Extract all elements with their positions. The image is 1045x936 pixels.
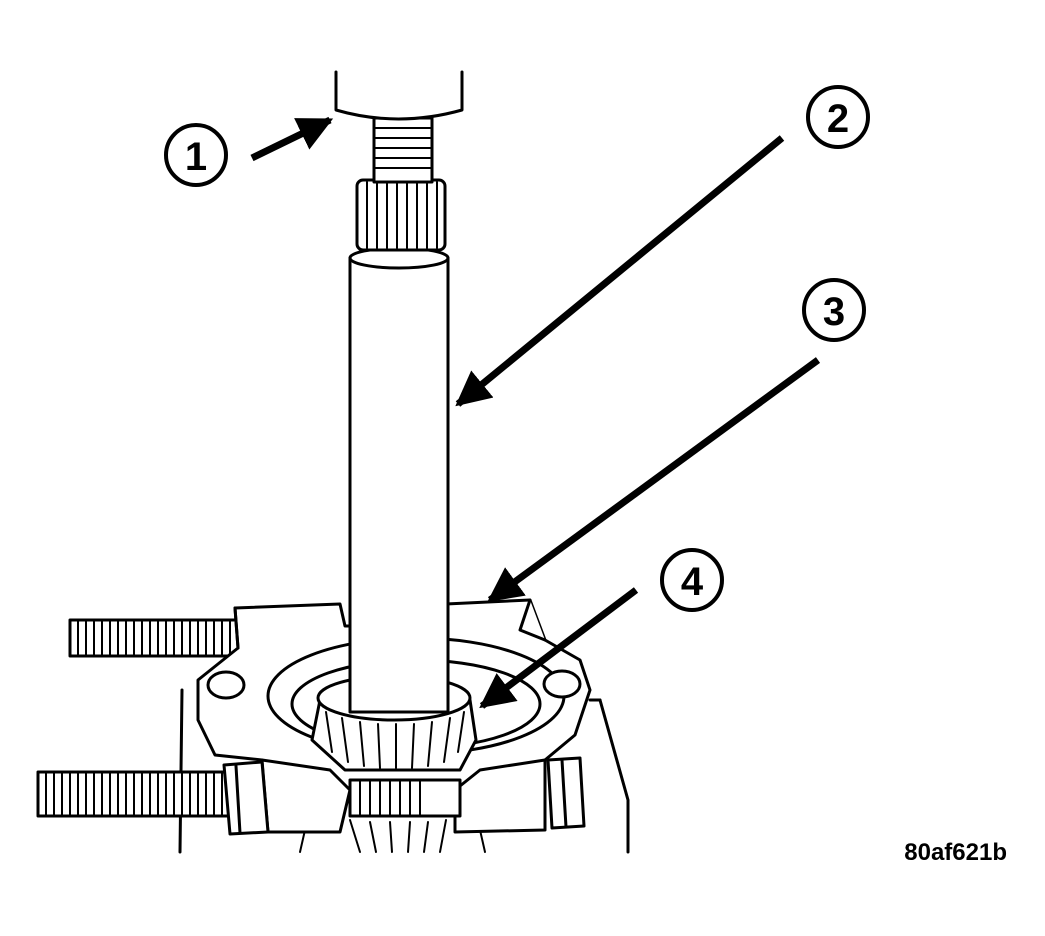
driver-shaft [348, 246, 450, 714]
gear-housing [178, 688, 630, 854]
callout-circle-1 [164, 123, 228, 187]
press-ram [334, 70, 464, 121]
callout-label-2: 2 [827, 97, 849, 141]
right-bolt-hole [542, 669, 582, 699]
callout-label-1: 1 [185, 135, 207, 179]
left-clamp-nut [222, 760, 270, 836]
clamp-threaded-stub [348, 778, 462, 818]
leader-arrow-4 [479, 587, 639, 709]
leader-arrow-3 [487, 357, 821, 603]
gear-teeth [299, 819, 486, 853]
callout-label-3: 3 [823, 290, 845, 334]
callout-label-4: 4 [681, 560, 704, 604]
upper-puller-bolt [68, 618, 242, 658]
leader-arrow-1 [250, 116, 334, 162]
callout-circle-2 [806, 85, 870, 149]
callout-circle-3 [802, 278, 866, 342]
press-screw [372, 116, 434, 184]
right-clamp-nut [546, 756, 586, 830]
callout-circle-4 [660, 548, 724, 612]
lower-puller-bolt [36, 770, 240, 818]
figure-reference-code: 80af621b [904, 839, 1007, 866]
leader-arrow-2 [455, 135, 785, 407]
left-bolt-hole [206, 670, 246, 700]
knurled-collar [355, 178, 447, 252]
